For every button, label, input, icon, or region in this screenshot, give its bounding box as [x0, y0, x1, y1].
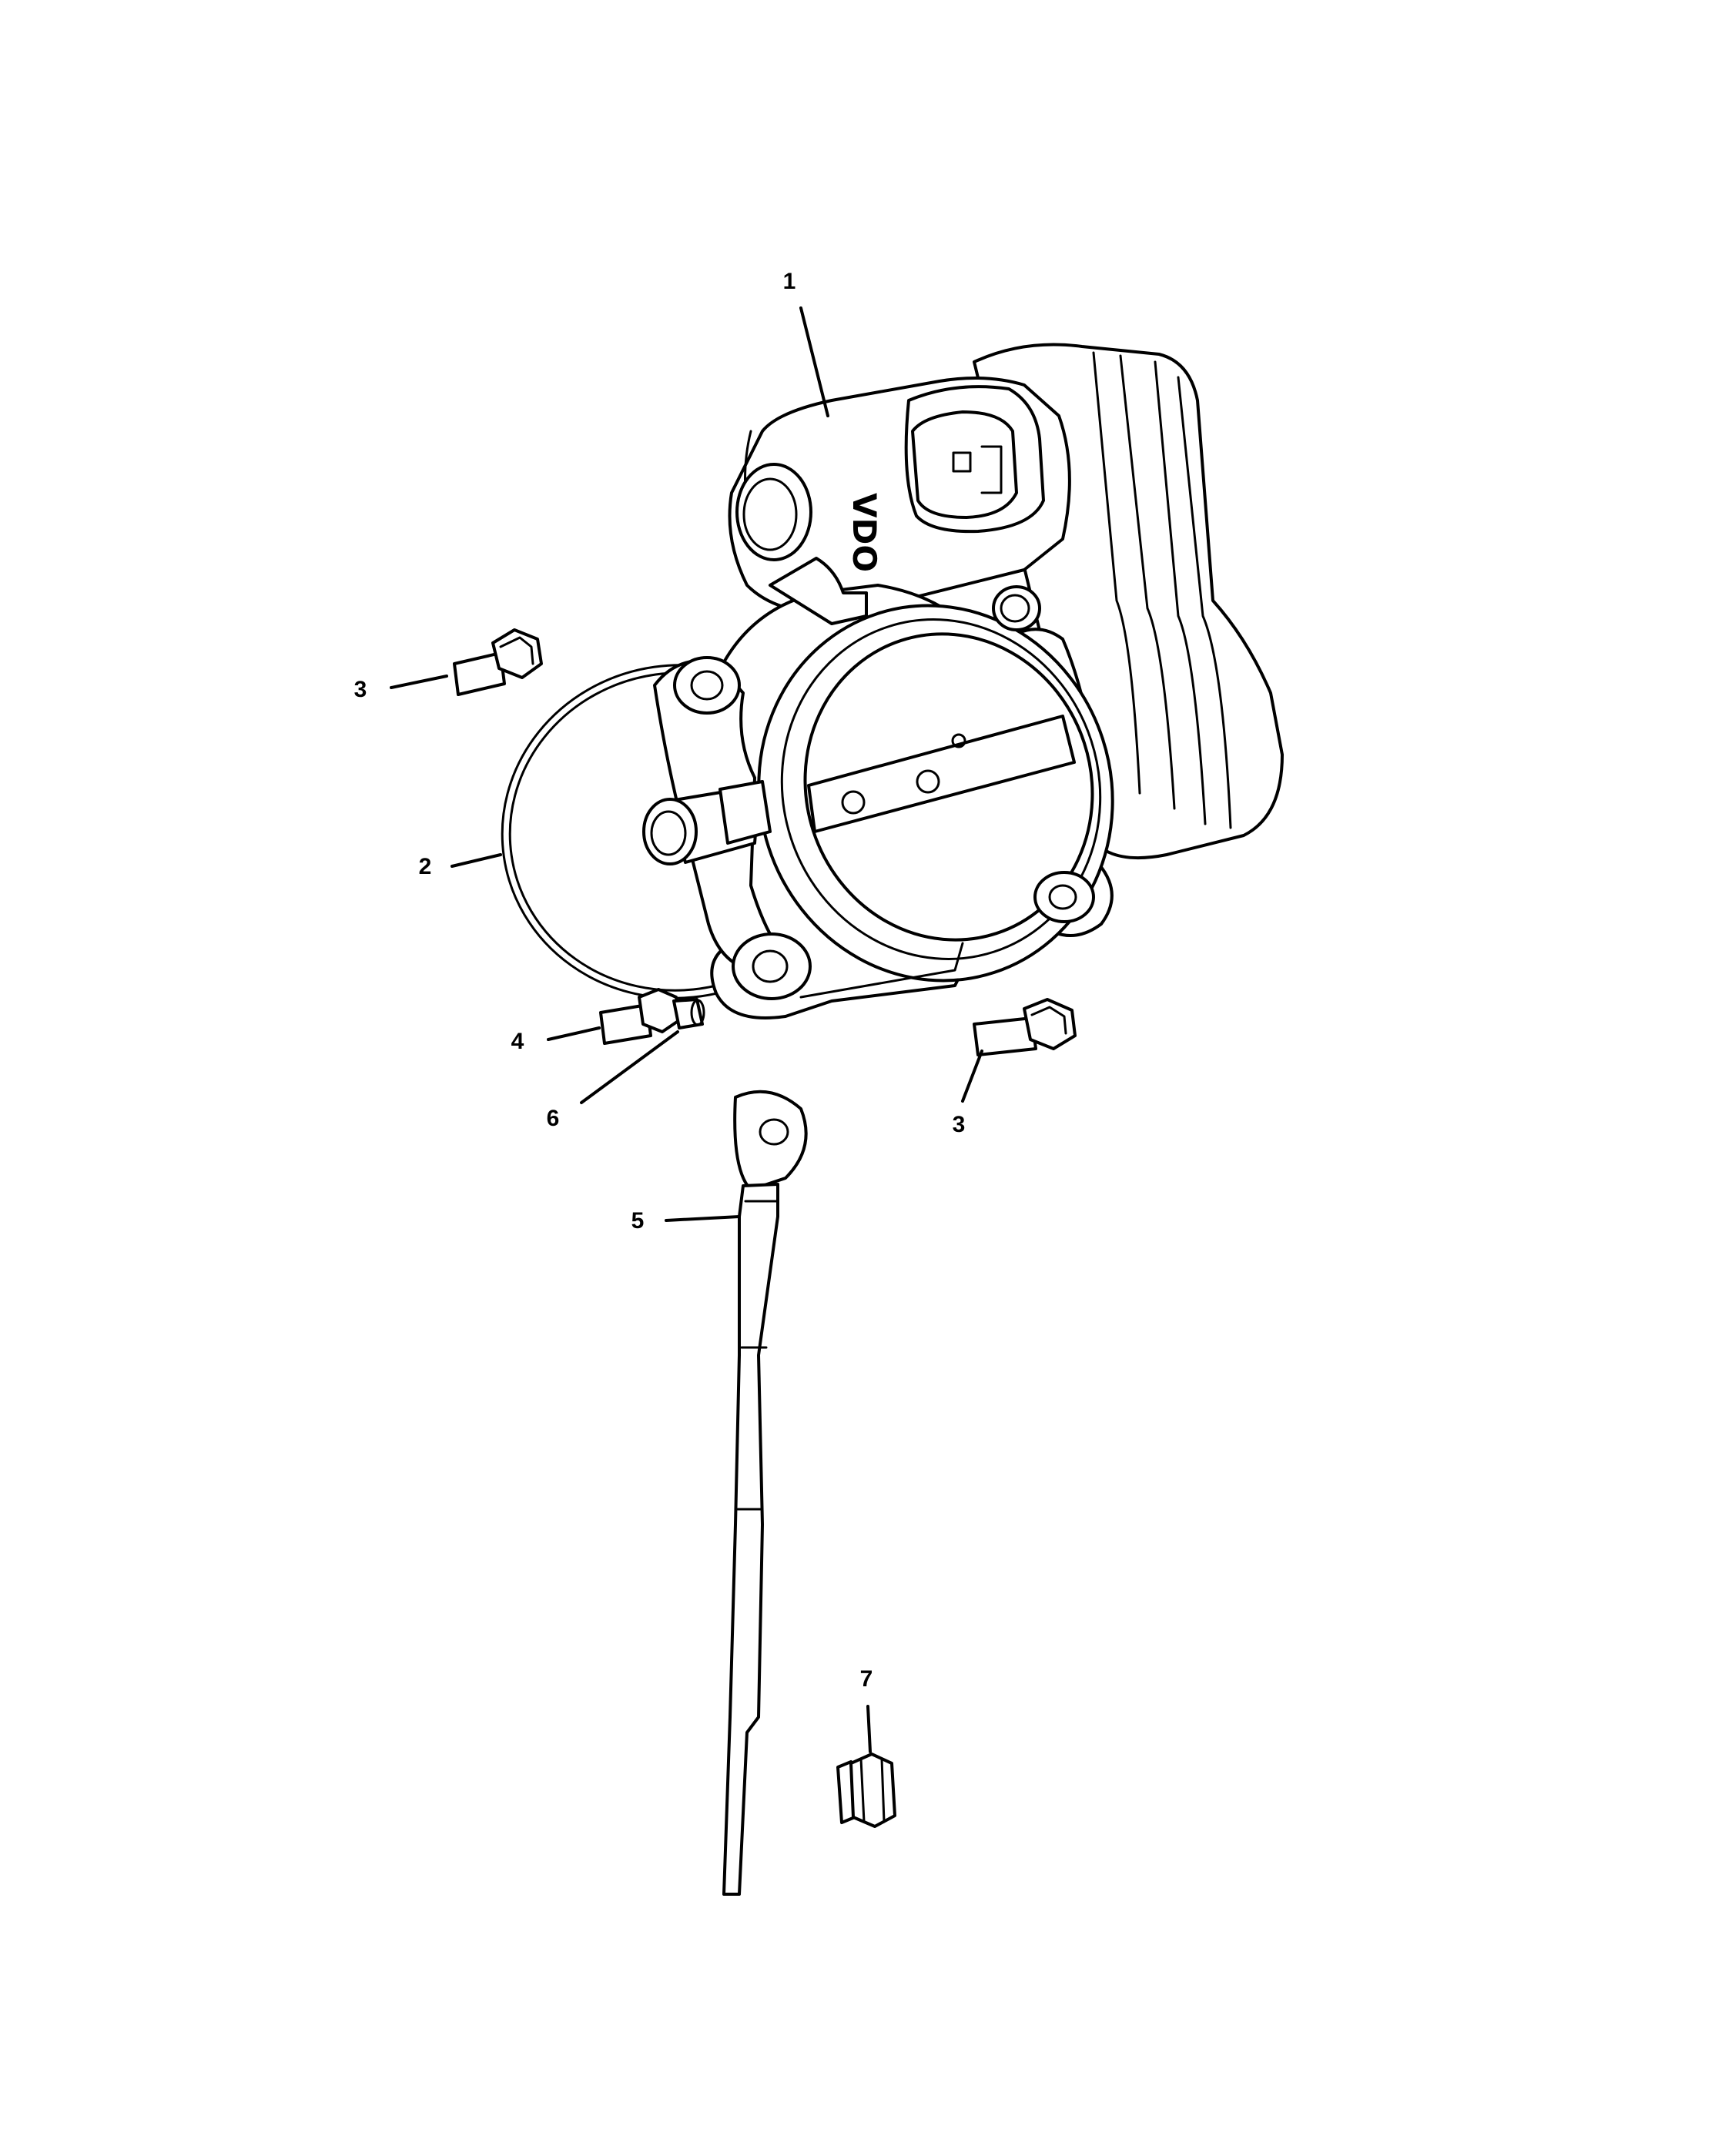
stud-and-hex — [599, 988, 705, 1045]
throttle-body: VDO — [642, 343, 1284, 1019]
callout-6: 6 — [547, 1106, 560, 1131]
bolt-upper-left — [453, 628, 543, 696]
leader-lines — [390, 306, 983, 1753]
callout-7: 7 — [860, 1666, 873, 1692]
callout-5: 5 — [631, 1208, 645, 1234]
callout-4: 4 — [511, 1029, 524, 1054]
bolt-right — [973, 998, 1077, 1056]
flange-nut — [836, 1753, 896, 1828]
callout-3-upper: 3 — [354, 677, 367, 702]
callout-1: 1 — [783, 269, 796, 294]
callout-2: 2 — [419, 854, 432, 879]
ground-strap — [722, 1090, 808, 1896]
callout-3-right: 3 — [953, 1112, 966, 1137]
callouts: 1 2 3 3 4 5 6 7 — [354, 269, 966, 1692]
vdo-marking: VDO — [846, 493, 883, 572]
